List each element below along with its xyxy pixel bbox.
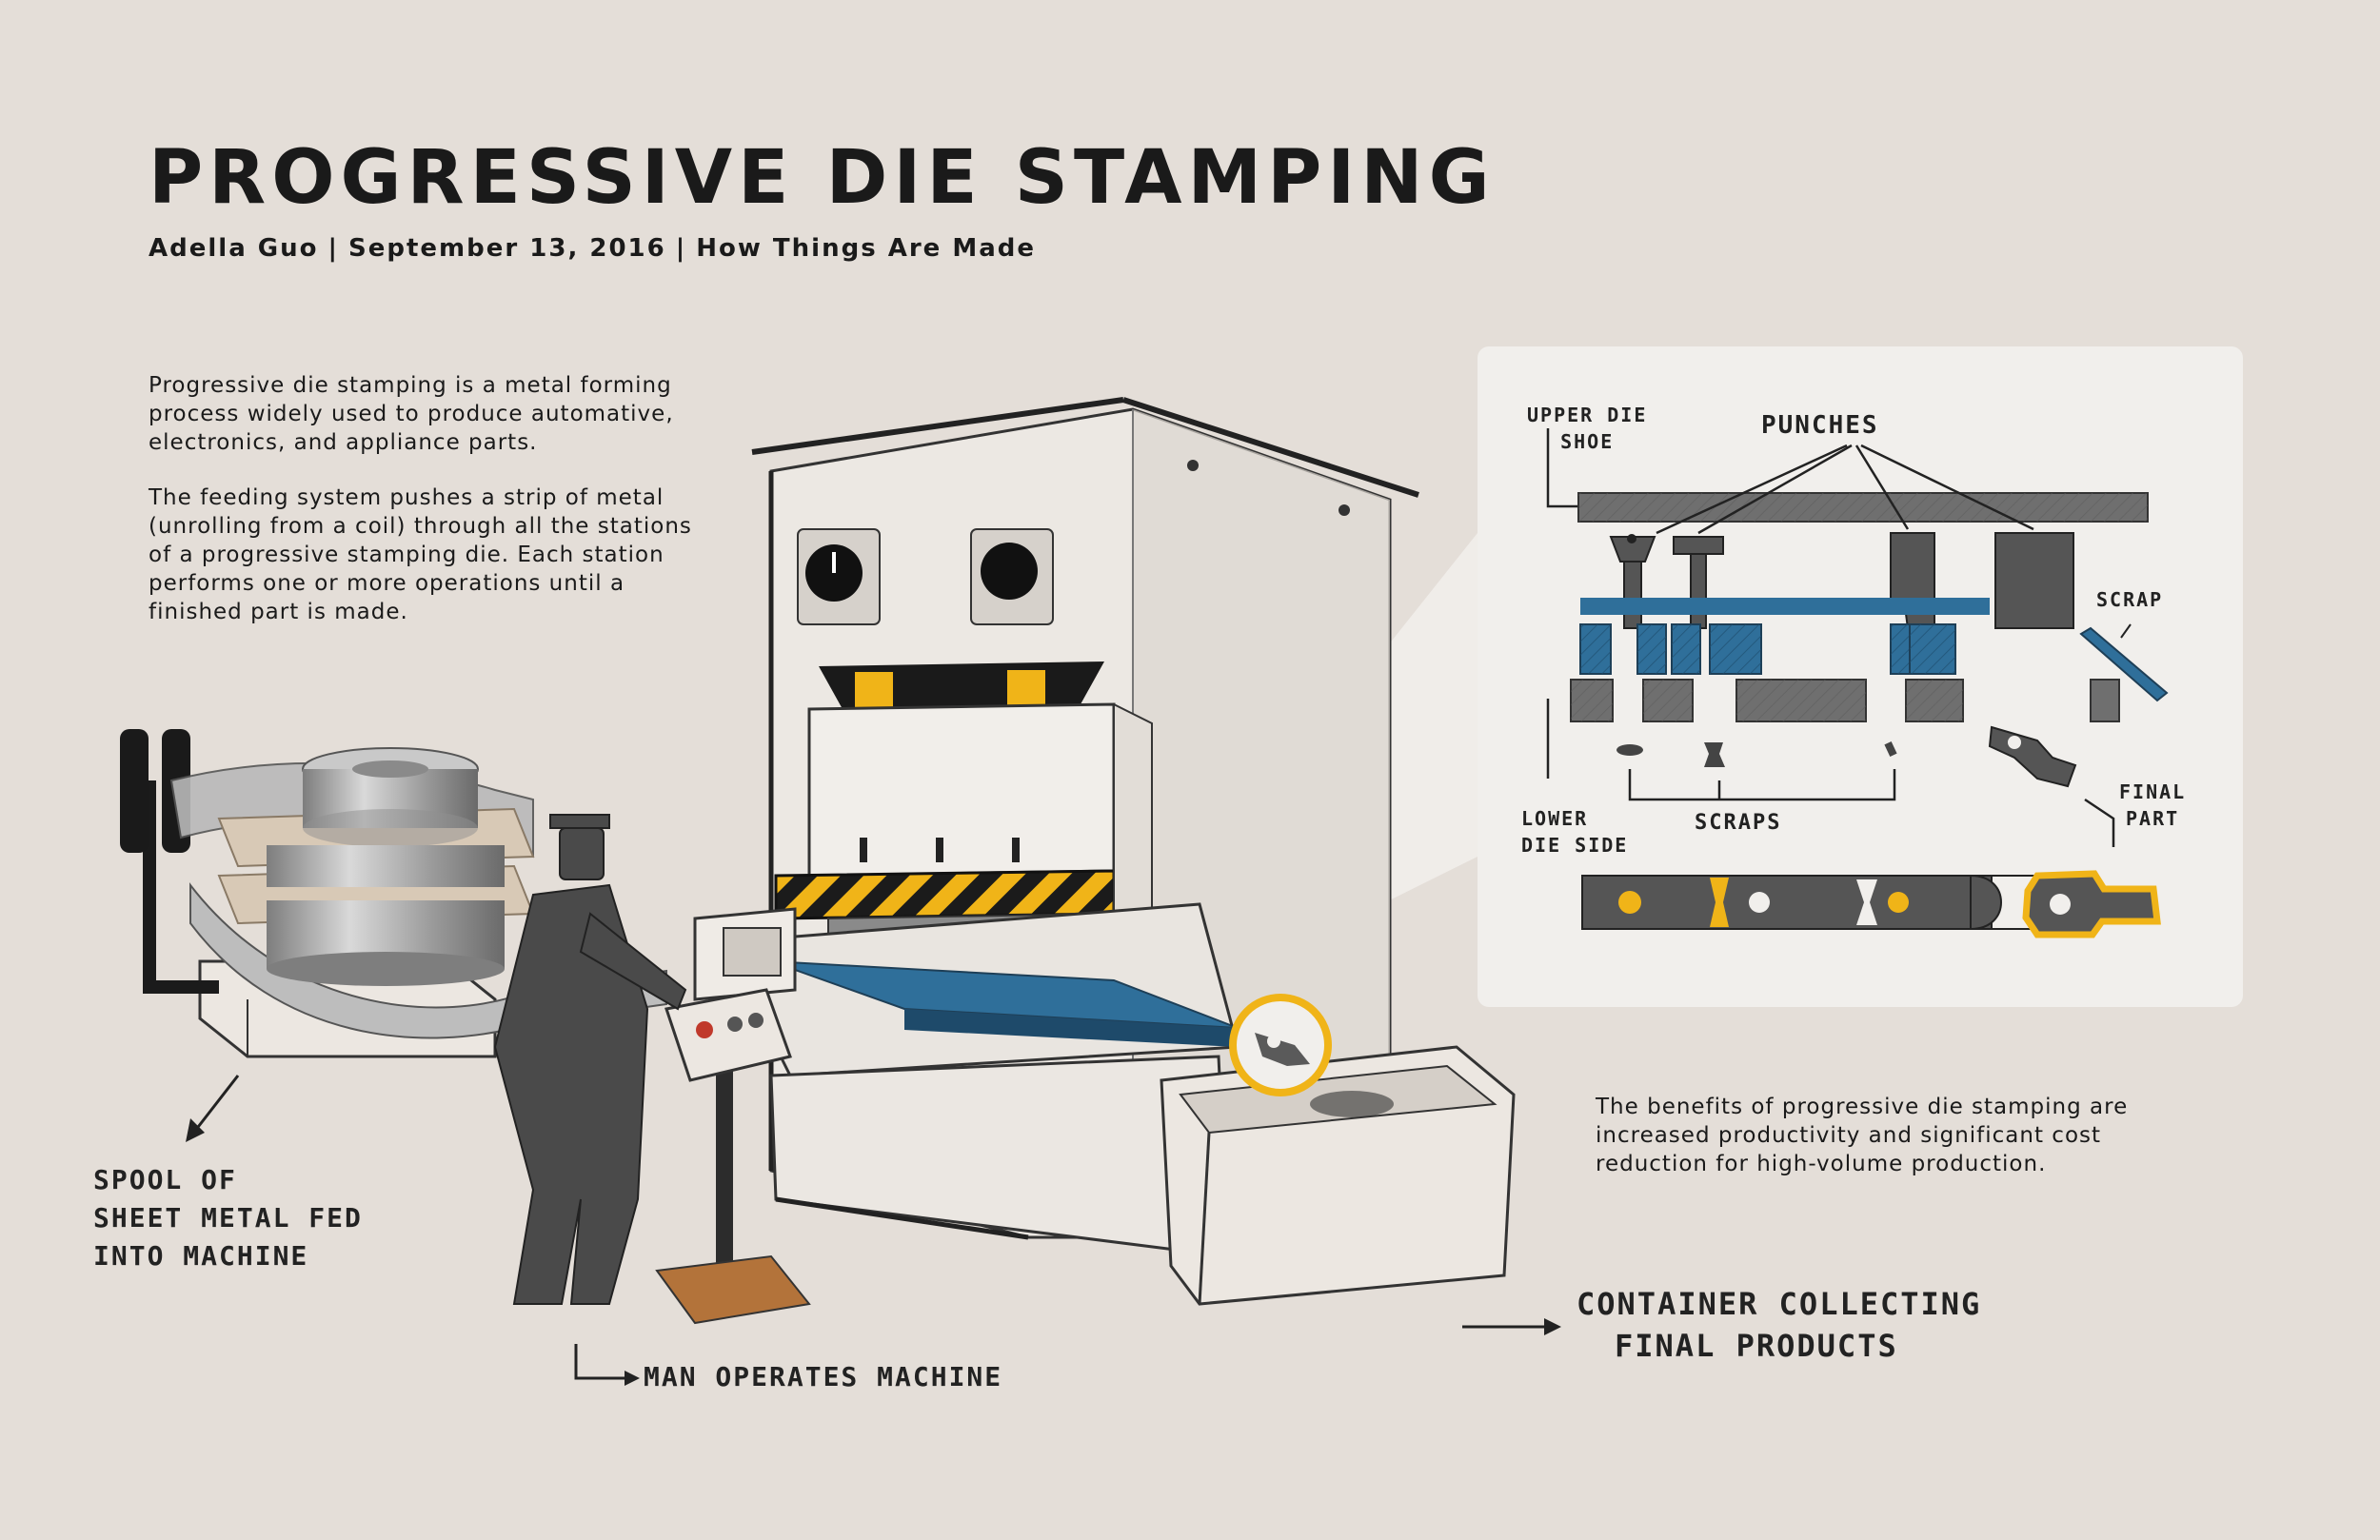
intro-paragraph-1: Progressive die stamping is a metal form… <box>149 373 674 455</box>
container-callout: CONTAINER COLLECTING FINAL PRODUCTS <box>1577 1286 1982 1364</box>
stop-button-icon <box>696 1021 713 1038</box>
dial-icon <box>981 543 1038 600</box>
control-button-icon <box>727 1017 743 1032</box>
final-part-label: FINAL PART <box>2119 780 2187 830</box>
byline-separator: | <box>327 234 340 263</box>
punch <box>1673 536 1724 555</box>
roller-icon <box>120 729 149 853</box>
screw-icon <box>1187 460 1199 471</box>
hazard-stripe <box>774 869 1116 920</box>
intro-text: Progressive die stamping is a metal form… <box>149 371 720 653</box>
date: September 13, 2016 <box>348 234 666 263</box>
spool-callout: SPOOL OF SHEET METAL FED INTO MACHINE <box>93 1164 363 1272</box>
spool-arrow <box>193 1075 240 1132</box>
upper-die-shoe-label: UPPER DIE SHOE <box>1527 404 1648 453</box>
screw-icon <box>1339 504 1350 516</box>
operator-callout: MAN OPERATES MACHINE <box>644 1361 1003 1392</box>
operator-arrow <box>574 1344 628 1380</box>
punch <box>1609 536 1656 563</box>
byline-separator: | <box>675 234 687 263</box>
scrap-label: SCRAP <box>2096 588 2164 611</box>
series-name: How Things Are Made <box>696 234 1037 263</box>
final-part <box>1988 725 2077 788</box>
intro-paragraph-2: The feeding system pushes a strip of met… <box>149 485 692 624</box>
punches-label: PUNCHES <box>1761 411 1879 440</box>
scrap-strip <box>2079 626 2169 702</box>
punch <box>1994 532 2074 629</box>
control-button-icon <box>748 1013 764 1028</box>
metal-strip <box>1580 598 1990 615</box>
collection-container <box>1160 994 1516 1306</box>
page-title: PROGRESSIVE DIE STAMPING <box>149 135 1496 221</box>
lower-die-side-label: LOWER DIE SIDE <box>1521 807 1629 857</box>
operator-figure <box>493 814 687 1305</box>
control-stand <box>655 988 811 1325</box>
byline: Adella Guo | September 13, 2016 | How Things… <box>149 234 1036 263</box>
scrap-piece <box>1616 744 1643 756</box>
spool-assembly <box>120 729 667 1058</box>
scrap-piece <box>1884 740 1897 758</box>
benefits-text: The benefits of progressive die stamping… <box>1596 1095 2129 1176</box>
scrap-piece <box>1704 742 1725 767</box>
die-diagram <box>1546 428 2169 938</box>
author: Adella Guo <box>149 234 319 263</box>
scraps-label: SCRAPS <box>1695 811 1782 835</box>
final-part-outline <box>2022 870 2161 938</box>
strip-layout <box>1581 875 1993 930</box>
